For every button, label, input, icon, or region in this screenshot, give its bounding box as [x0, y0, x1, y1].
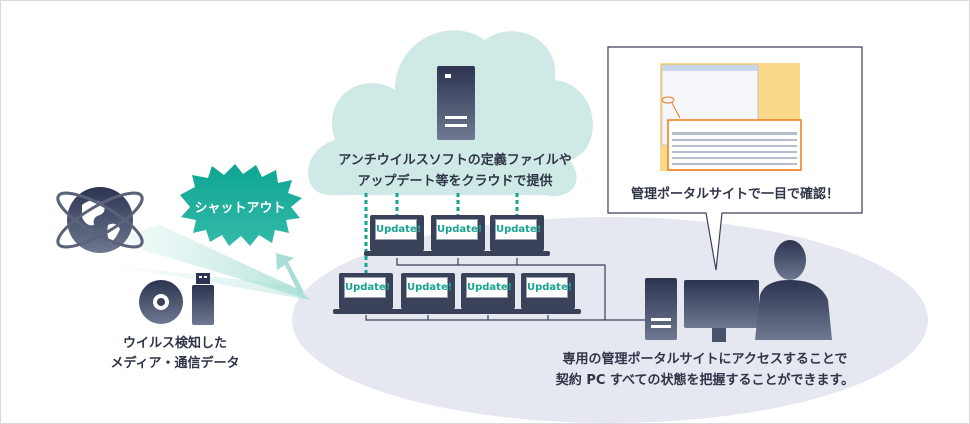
cloud-caption: アンチウイルスソフトの定義ファイルや アップデート等をクラウドで提供	[325, 150, 585, 192]
shutout-burst	[180, 164, 302, 246]
sync-lines	[364, 193, 519, 276]
cloud-server-icon	[437, 66, 475, 140]
globe-icon	[56, 187, 144, 253]
update-label: Update!	[466, 277, 512, 298]
cloud-caption-line2: アップデート等をクラウドで提供	[357, 174, 553, 189]
update-label: Update!	[436, 219, 482, 240]
update-label: Update!	[406, 277, 452, 298]
admin-caption-line2: 契約 PC すべての状態を把握することができます。	[555, 373, 855, 388]
admin-person-icon	[755, 240, 832, 340]
update-label: Update!	[375, 219, 421, 240]
cd-icon	[139, 280, 183, 324]
usb-icon	[192, 273, 214, 325]
threats-caption-line1: ウイルス検知した	[122, 336, 227, 351]
cloud-caption-line1: アンチウイルスソフトの定義ファイルや	[338, 153, 572, 168]
shutout-label: シャットアウト	[194, 201, 286, 216]
admin-server-icon	[645, 278, 677, 340]
monitor-icon	[684, 280, 759, 342]
block-arrow	[276, 253, 304, 296]
admin-caption: 専用の管理ポータルサイトにアクセスすることで 契約 PC すべての状態を把握する…	[535, 349, 875, 391]
update-label: Update!	[526, 277, 572, 298]
threats-caption: ウイルス検知した メディア・通信データ	[90, 334, 260, 374]
update-label: Update!	[495, 219, 541, 240]
portal-screenshot	[660, 63, 802, 171]
update-label: Update!	[344, 277, 390, 298]
threat-beam	[110, 225, 310, 300]
network-cables	[365, 258, 660, 321]
admin-caption-line1: 専用の管理ポータルサイトにアクセスすることで	[562, 352, 848, 367]
threats-caption-line2: メディア・通信データ	[110, 356, 240, 371]
portal-caption: 管理ポータルサイトで一目で確認！	[630, 187, 839, 202]
